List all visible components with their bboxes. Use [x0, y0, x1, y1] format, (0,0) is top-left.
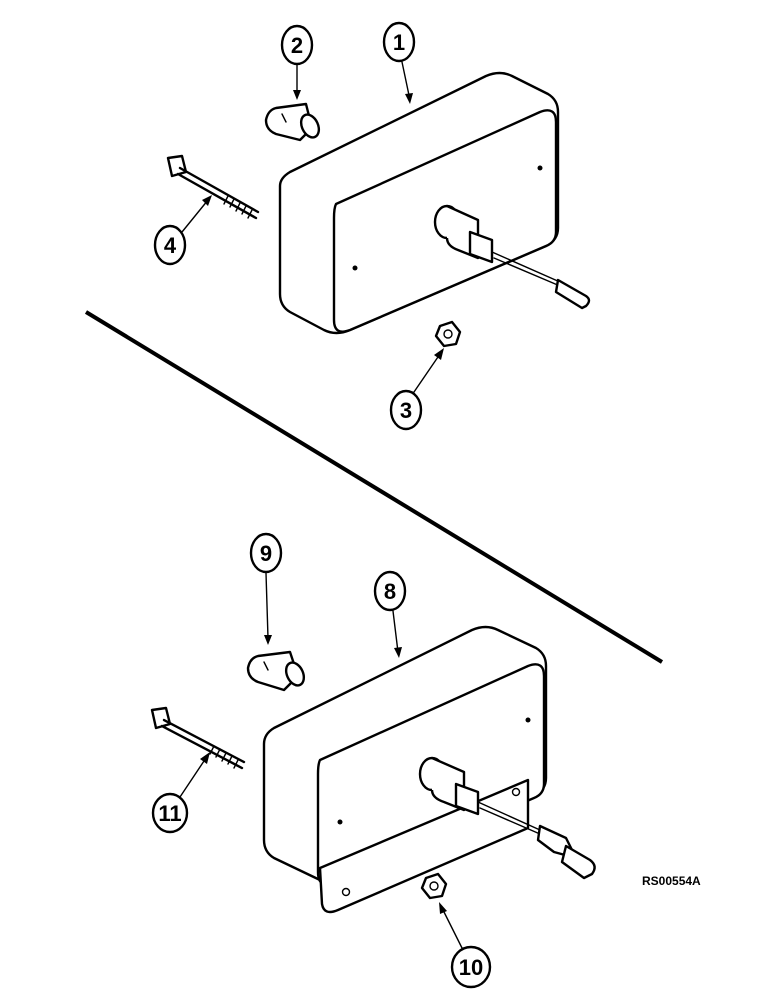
callout-10-label: 10	[459, 955, 483, 980]
lamp-assembly-lower	[262, 625, 596, 914]
callout-1-label: 1	[393, 30, 405, 55]
section-divider-line	[84, 310, 664, 664]
bulb-upper	[264, 102, 321, 142]
callout-3-label: 3	[400, 398, 412, 423]
callout-8: 8	[373, 570, 407, 658]
callout-4-label: 4	[164, 233, 177, 258]
bolt-upper	[166, 154, 260, 220]
callout-1: 1	[382, 21, 416, 104]
callout-9: 9	[249, 532, 283, 645]
lamp-assembly-upper	[278, 71, 591, 335]
callout-4: 4	[153, 195, 212, 266]
figure-code-label: RS00554A	[642, 874, 701, 888]
callout-2-label: 2	[291, 33, 303, 58]
callout-3: 3	[389, 348, 444, 431]
callout-9-label: 9	[260, 541, 272, 566]
callout-2: 2	[280, 24, 314, 100]
callout-8-label: 8	[384, 579, 396, 604]
callout-11-label: 11	[158, 801, 181, 826]
callout-10: 10	[439, 902, 492, 989]
bulb-lower	[246, 650, 306, 692]
bolt-lower	[150, 706, 246, 770]
callout-11: 11	[151, 752, 210, 834]
nut-upper	[434, 320, 462, 348]
nut-lower	[420, 872, 448, 900]
